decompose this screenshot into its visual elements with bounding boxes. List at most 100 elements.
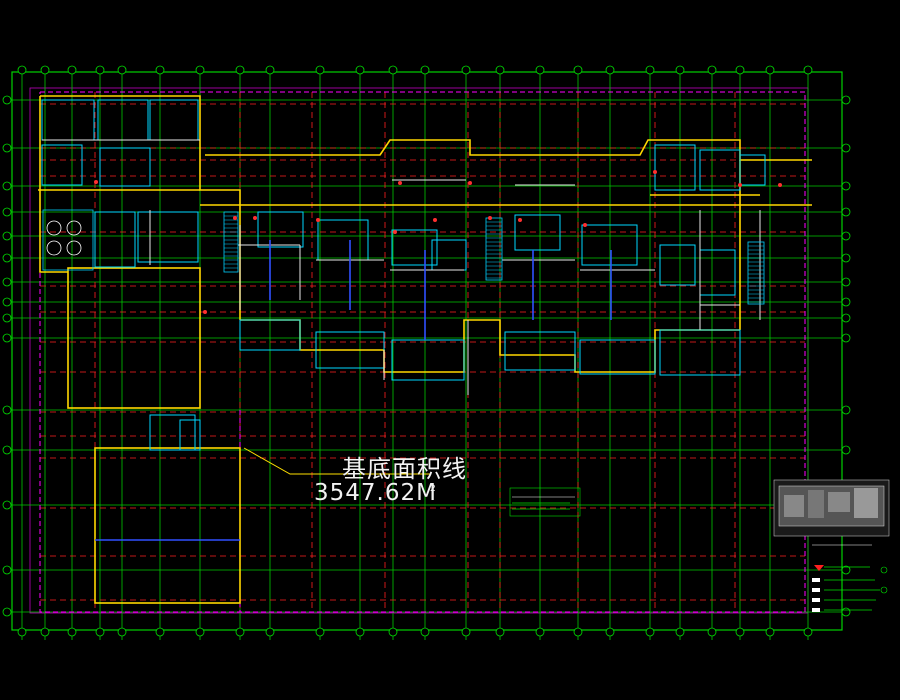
marker-dot bbox=[203, 310, 207, 314]
axis-bubble bbox=[495, 65, 505, 75]
axis-bubble bbox=[315, 627, 325, 637]
axis-bubble bbox=[265, 65, 275, 75]
axis-bubble bbox=[355, 627, 365, 637]
axis-bubble bbox=[265, 627, 275, 637]
axis-bubble bbox=[195, 627, 205, 637]
axis-bubble bbox=[461, 627, 471, 637]
axis-bubbles bbox=[2, 65, 851, 637]
axis-bubble bbox=[841, 607, 851, 617]
marker-dot bbox=[398, 181, 402, 185]
room-outline bbox=[581, 224, 638, 266]
axis-bubble bbox=[461, 65, 471, 75]
room-outline bbox=[654, 144, 696, 191]
marker-dot bbox=[433, 218, 437, 222]
center-legend bbox=[509, 487, 581, 517]
marker-dot bbox=[316, 218, 320, 222]
room-outline bbox=[137, 211, 199, 263]
axis-bubble bbox=[155, 65, 165, 75]
marker-dot bbox=[253, 216, 257, 220]
axis-bubble bbox=[355, 65, 365, 75]
axis-bubble bbox=[2, 405, 12, 415]
axis-bubble bbox=[2, 95, 12, 105]
marker-dot bbox=[233, 216, 237, 220]
axis-bubble bbox=[315, 65, 325, 75]
axis-bubble bbox=[803, 627, 813, 637]
axis-bubble bbox=[735, 627, 745, 637]
axis-bubble bbox=[841, 181, 851, 191]
axis-bubble bbox=[67, 627, 77, 637]
axis-bubble bbox=[40, 627, 50, 637]
axis-bubble bbox=[841, 445, 851, 455]
axis-bubble bbox=[2, 277, 12, 287]
axis-bubble bbox=[117, 627, 127, 637]
marker-dot bbox=[488, 216, 492, 220]
axis-bubble bbox=[573, 627, 583, 637]
axis-bubble bbox=[95, 627, 105, 637]
axis-bubble bbox=[765, 627, 775, 637]
room-outline bbox=[504, 331, 576, 371]
axis-bubble bbox=[388, 627, 398, 637]
key-plan-thumbnail bbox=[773, 479, 890, 546]
axis-bubble bbox=[17, 65, 27, 75]
axis-bubble bbox=[841, 253, 851, 263]
axis-bubble bbox=[40, 65, 50, 75]
axis-bubble bbox=[841, 333, 851, 343]
callout-area-value: 3547.62M bbox=[314, 480, 437, 506]
axis-bubble bbox=[2, 445, 12, 455]
axis-bubble bbox=[841, 565, 851, 575]
axis-bubble bbox=[841, 297, 851, 307]
marker-dot bbox=[778, 183, 782, 187]
room-outline bbox=[659, 244, 696, 286]
axis-bubble bbox=[841, 277, 851, 287]
axis-bubble bbox=[841, 405, 851, 415]
callout-area-superscript: 2 bbox=[430, 484, 436, 494]
axis-bubble bbox=[841, 313, 851, 323]
room-outline bbox=[149, 414, 196, 451]
axis-bubble bbox=[67, 65, 77, 75]
axis-bubble bbox=[235, 65, 245, 75]
markers bbox=[94, 170, 782, 314]
axis-bubble bbox=[195, 65, 205, 75]
stair-hatch bbox=[224, 215, 764, 303]
marker-dot bbox=[468, 181, 472, 185]
axis-bubble bbox=[707, 627, 717, 637]
axis-bubble bbox=[675, 627, 685, 637]
axis-bubble bbox=[535, 65, 545, 75]
axis-bubble bbox=[420, 627, 430, 637]
room-outline bbox=[94, 211, 136, 268]
legend-list bbox=[812, 565, 888, 612]
marker-dot bbox=[583, 223, 587, 227]
axis-bubble bbox=[735, 65, 745, 75]
axis-bubble bbox=[841, 143, 851, 153]
axis-bubble bbox=[765, 65, 775, 75]
marker-dot bbox=[94, 180, 98, 184]
axis-bubble bbox=[95, 65, 105, 75]
room-outline bbox=[99, 147, 151, 187]
room-outline bbox=[239, 319, 301, 351]
axis-bubble bbox=[605, 65, 615, 75]
room-outline bbox=[179, 419, 201, 451]
axis-bubble bbox=[645, 65, 655, 75]
room-outline bbox=[514, 214, 561, 251]
marker-dot bbox=[393, 230, 397, 234]
axis-bubble bbox=[573, 65, 583, 75]
axis-bubble bbox=[707, 65, 717, 75]
callout-title: 基底面积线 bbox=[342, 455, 467, 483]
axis-bubble bbox=[841, 207, 851, 217]
axis-bubble bbox=[388, 65, 398, 75]
axis-bubble bbox=[535, 627, 545, 637]
axis-bubble bbox=[17, 627, 27, 637]
axis-bubble bbox=[235, 627, 245, 637]
room-outline bbox=[579, 339, 656, 375]
axis-bubble bbox=[2, 143, 12, 153]
axis-bubble bbox=[841, 231, 851, 241]
axis-bubble bbox=[803, 65, 813, 75]
room-outline bbox=[257, 211, 304, 248]
room-outline bbox=[391, 339, 465, 381]
marker-dot bbox=[518, 218, 522, 222]
dining-tables bbox=[46, 220, 82, 256]
axis-bubble bbox=[605, 627, 615, 637]
callout-leader bbox=[243, 447, 430, 475]
blue-lines bbox=[95, 240, 612, 541]
